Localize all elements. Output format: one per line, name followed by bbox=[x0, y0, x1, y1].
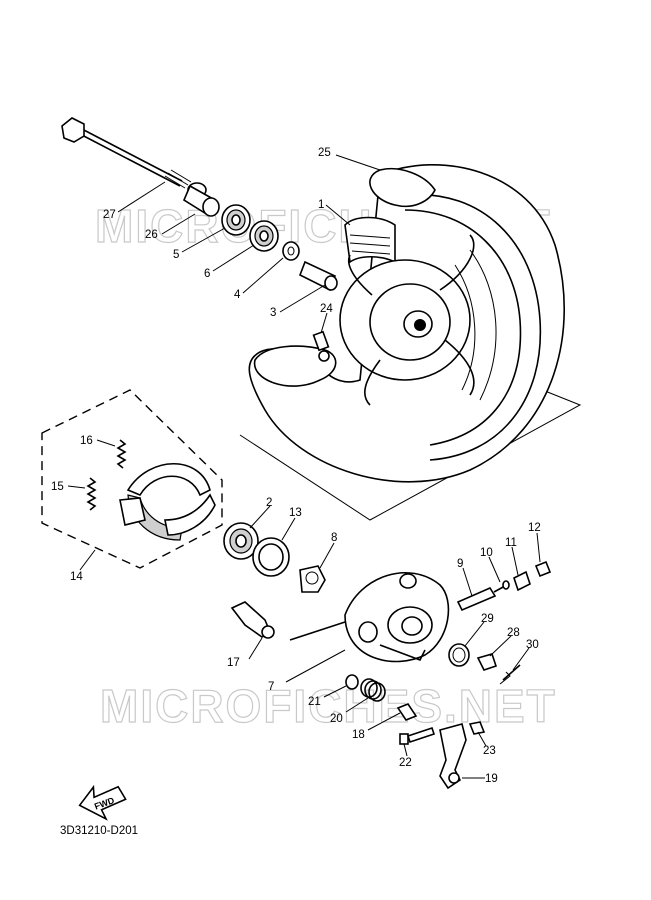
callout-11: 11 bbox=[505, 537, 517, 549]
callout-22: 22 bbox=[399, 757, 412, 769]
wheel-assembly bbox=[239, 164, 582, 521]
callout-27: 27 bbox=[103, 209, 116, 221]
bolt-22 bbox=[399, 726, 436, 745]
callout-23: 23 bbox=[483, 745, 496, 757]
cable-adjuster-parts bbox=[456, 560, 552, 612]
callout-12: 12 bbox=[528, 522, 541, 534]
callout-15: 15 bbox=[51, 481, 64, 493]
brake-lever-19 bbox=[439, 723, 467, 790]
spacer-3 bbox=[298, 260, 338, 292]
fwd-arrow: FWD bbox=[78, 784, 127, 821]
callout-9: 9 bbox=[457, 558, 463, 570]
callout-24: 24 bbox=[320, 303, 333, 315]
seal-29 bbox=[448, 643, 470, 667]
callout-8: 8 bbox=[331, 532, 337, 544]
callout-10: 10 bbox=[480, 547, 493, 559]
spring-20 bbox=[360, 678, 386, 702]
bearing-5 bbox=[221, 204, 251, 236]
collar-26 bbox=[182, 182, 220, 217]
bearing-2 bbox=[223, 522, 259, 560]
collar-8 bbox=[299, 565, 326, 593]
washer-4 bbox=[282, 241, 300, 261]
brake-shoe-set bbox=[41, 389, 223, 569]
pin-30 bbox=[502, 664, 521, 681]
nut-23 bbox=[468, 721, 486, 735]
diagram-code: 3D31210-D201 bbox=[60, 825, 139, 837]
callout-13: 13 bbox=[289, 507, 302, 519]
oil-seal-13 bbox=[252, 537, 290, 577]
callout-1: 1 bbox=[318, 199, 324, 211]
axle-bolt bbox=[61, 117, 192, 189]
callout-20: 20 bbox=[330, 713, 343, 725]
callout-16: 16 bbox=[80, 435, 93, 447]
callout-29: 29 bbox=[481, 613, 494, 625]
callout-17: 17 bbox=[227, 657, 240, 669]
watermark-bottom: MICROFICHES.NET bbox=[100, 680, 557, 732]
rim-cross-section bbox=[349, 234, 391, 255]
callout-26: 26 bbox=[145, 229, 158, 241]
washer-21 bbox=[345, 674, 359, 690]
callouts: 25 1 27 26 5 6 4 3 24 16 15 14 2 13 8 17… bbox=[51, 147, 541, 785]
callout-2: 2 bbox=[266, 497, 272, 509]
brake-shoe-plate bbox=[289, 571, 450, 663]
callout-19: 19 bbox=[485, 773, 498, 785]
callout-6: 6 bbox=[204, 268, 210, 280]
bearing-6 bbox=[249, 220, 279, 252]
callout-28: 28 bbox=[507, 627, 520, 639]
callout-7: 7 bbox=[268, 681, 274, 693]
callout-30: 30 bbox=[526, 639, 539, 651]
plate-18 bbox=[396, 703, 418, 721]
callout-4: 4 bbox=[234, 289, 241, 301]
callout-3: 3 bbox=[270, 307, 276, 319]
callout-25: 25 bbox=[318, 147, 331, 159]
callout-5: 5 bbox=[173, 249, 179, 261]
leader-lines bbox=[67, 154, 541, 779]
callout-14: 14 bbox=[70, 571, 83, 583]
callout-18: 18 bbox=[352, 729, 365, 741]
callout-21: 21 bbox=[308, 696, 321, 708]
nut-28 bbox=[476, 653, 498, 671]
camshaft-17 bbox=[230, 601, 275, 639]
